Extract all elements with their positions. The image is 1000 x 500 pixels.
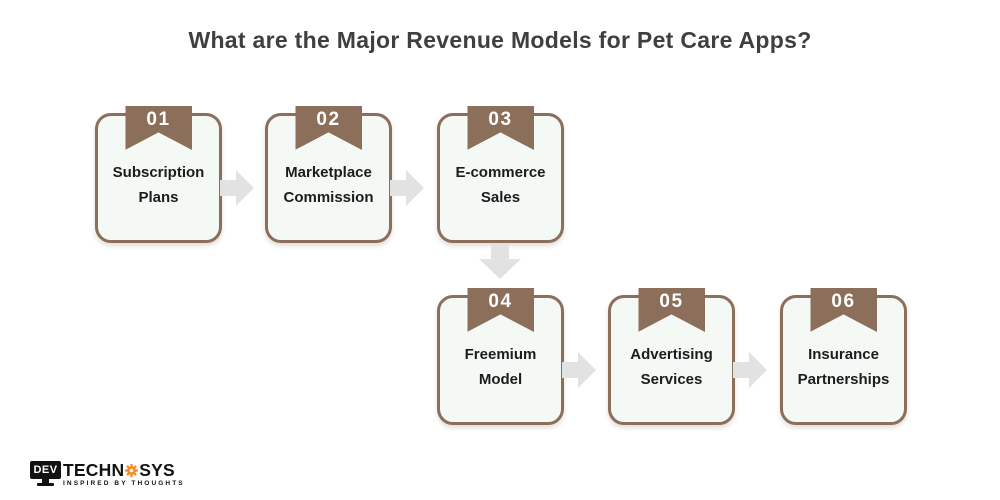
ribbon-badge: 04	[467, 288, 534, 332]
card-label: Freemium Model	[464, 346, 537, 388]
dev-technosys-logo: DEV TECHN SYS INSPIRED BY THOUGHTS	[30, 461, 185, 489]
arrow-down-icon	[479, 243, 521, 279]
arrow-right-icon	[733, 352, 767, 388]
ribbon-badge: 06	[810, 288, 877, 332]
revenue-model-card: 06 Insurance Partnerships	[780, 288, 907, 425]
card-number: 03	[488, 109, 513, 130]
monitor-icon: DEV	[30, 461, 61, 489]
card-number: 05	[659, 291, 684, 312]
revenue-model-card: 04 Freemium Model	[437, 288, 564, 425]
logo-monitor-text: DEV	[33, 464, 58, 476]
infographic-title: What are the Major Revenue Models for Pe…	[188, 27, 812, 53]
card-label: Subscription Plans	[112, 164, 205, 206]
card-number: 06	[831, 291, 856, 312]
card-number: 01	[146, 109, 171, 130]
ribbon-badge: 05	[638, 288, 705, 332]
logo-name-part1: TECHN	[63, 460, 125, 480]
gear-icon	[125, 463, 139, 477]
card-label: Marketplace Commission	[283, 164, 374, 206]
card-label: E-commerce Sales	[455, 164, 546, 206]
ribbon-badge: 03	[467, 106, 534, 150]
card-label: Insurance Partnerships	[797, 346, 890, 388]
logo-tagline: INSPIRED BY THOUGHTS	[63, 480, 185, 487]
card-label: Advertising Services	[630, 346, 713, 388]
card-number: 04	[488, 291, 513, 312]
logo-name-part2: SYS	[139, 460, 175, 480]
ribbon-badge: 01	[125, 106, 192, 150]
card-number: 02	[316, 109, 341, 130]
revenue-model-card: 02 Marketplace Commission	[265, 106, 392, 243]
arrow-right-icon	[220, 170, 254, 206]
arrow-right-icon	[562, 352, 596, 388]
ribbon-badge: 02	[295, 106, 362, 150]
arrow-right-icon	[390, 170, 424, 206]
revenue-model-card: 03 E-commerce Sales	[437, 106, 564, 243]
revenue-model-card: 05 Advertising Services	[608, 288, 735, 425]
revenue-model-card: 01 Subscription Plans	[95, 106, 222, 243]
